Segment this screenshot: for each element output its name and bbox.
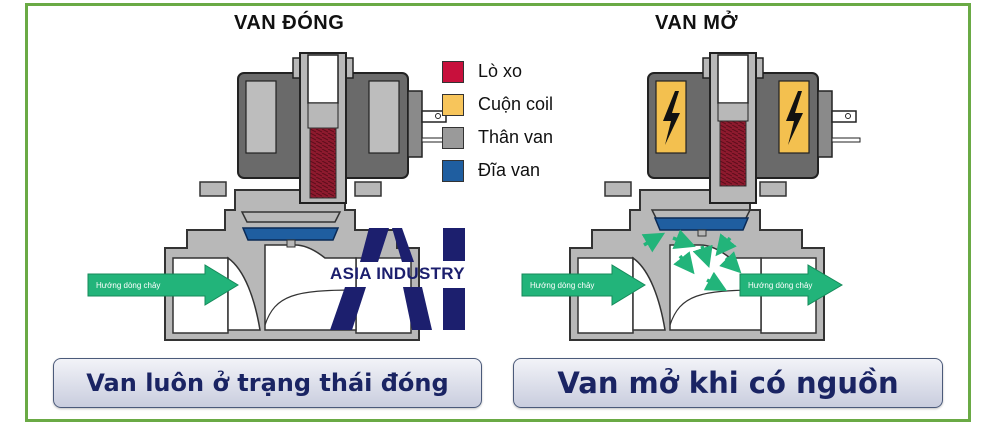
logo-i-bottom: [443, 288, 465, 330]
legend-swatch: [442, 126, 464, 149]
legend-item-disc: Đĩa van: [442, 154, 553, 187]
legend-swatch: [442, 60, 464, 83]
internal-flow-arrows: [641, 229, 742, 292]
legend-label: Cuộn coil: [478, 94, 554, 114]
lightning-icon: [663, 91, 680, 145]
flow-arrow-out: Hướng dòng chảy: [739, 264, 843, 306]
legend-item-coil: Cuộn coil: [442, 88, 553, 121]
legend-swatch: [442, 93, 464, 116]
diagram-frame: [25, 3, 971, 422]
open-valve-coil: [647, 52, 861, 204]
closed-valve-caption: Van luôn ở trạng thái đóng: [53, 358, 482, 408]
legend-item-spring: Lò xo: [442, 55, 553, 88]
logo-a-top: [360, 228, 389, 262]
logo-a-right: [403, 287, 432, 330]
legend-item-body: Thân van: [442, 121, 553, 154]
flow-arrow: Hướng dòng chảy: [87, 264, 239, 306]
flow-arrow-in: Hướng dòng chảy: [521, 264, 646, 306]
legend-swatch: [442, 159, 464, 182]
coil-winding-left: [245, 80, 277, 154]
flow-arrow-out-label: Hướng dòng chảy: [748, 281, 812, 290]
open-valve-caption: Van mở khi có nguồn: [513, 358, 943, 408]
spring: [309, 127, 337, 199]
coil-winding-right: [368, 80, 400, 154]
spring: [719, 120, 747, 187]
legend-label: Lò xo: [478, 61, 523, 81]
flow-arrow-label: Hướng dòng chảy: [96, 281, 160, 290]
flow-arrow-in-label: Hướng dòng chảy: [530, 281, 594, 290]
closed-valve: Hướng dòng chảy: [87, 52, 451, 341]
open-valve: Hướng dòng chảy Hướng dòng chảy: [521, 52, 861, 341]
legend-label: Thân van: [478, 127, 554, 147]
legend: Lò xo Cuộn coil Thân van Đĩa van: [442, 55, 553, 187]
lightning-icon: [786, 91, 803, 145]
logo-a-right-top: [392, 228, 414, 262]
open-valve-title: VAN MỞ: [655, 12, 739, 34]
closed-valve-body: [164, 181, 420, 341]
watermark-text: ASIA INDUSTRY: [330, 264, 465, 283]
open-valve-body: [569, 181, 825, 341]
valve-disc: [653, 217, 750, 231]
asia-industry-logo: [330, 228, 465, 330]
logo-a-left: [330, 287, 366, 330]
valve-disc: [241, 227, 340, 241]
legend-label: Đĩa van: [478, 160, 541, 180]
closed-valve-coil: [237, 52, 451, 204]
closed-valve-title: VAN ĐÓNG: [234, 12, 345, 34]
logo-i-top: [443, 228, 465, 261]
